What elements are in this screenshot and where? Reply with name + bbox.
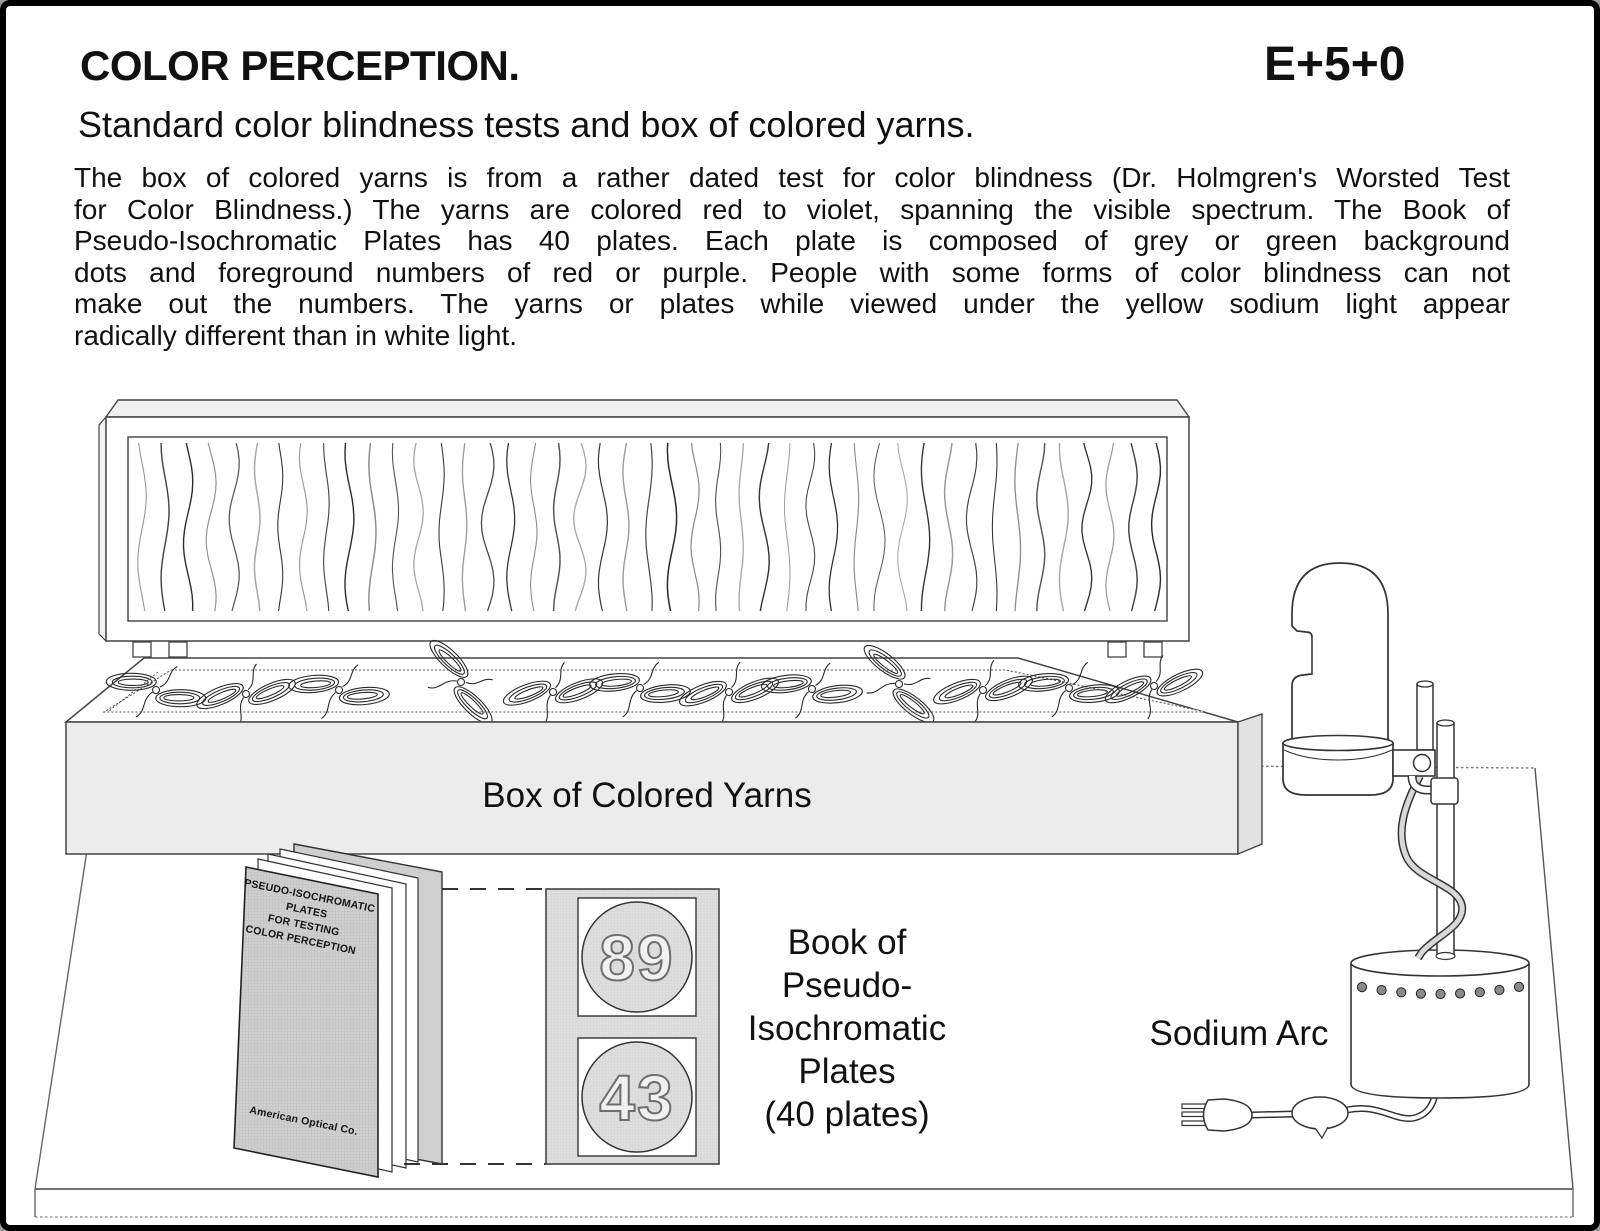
hinges	[132, 641, 1163, 658]
callout-connectors	[404, 888, 546, 1165]
plates-book: PSEUDO-ISOCHROMATIC PLATES FOR TESTING C…	[233, 843, 443, 1178]
book-label: Book of Pseudo- Isochromatic Plates (40 …	[748, 923, 946, 1134]
inline-switch	[1291, 1096, 1349, 1140]
exhibit-code: E+5+0	[1264, 38, 1406, 91]
plate-43: 43	[577, 1037, 697, 1157]
sodium-arc-label: Sodium Arc	[1150, 1014, 1329, 1053]
svg-text:Isochromatic: Isochromatic	[748, 1009, 946, 1048]
paragraph-line: Pseudo-Isochromatic Plates has 40 plates…	[74, 225, 1510, 257]
page-subtitle: Standard color blindness tests and box o…	[78, 104, 975, 145]
book-front-cover	[233, 866, 379, 1178]
lamp-collar	[1282, 734, 1394, 796]
lamp-head	[1291, 562, 1389, 744]
yarn-box-label: Box of Colored Yarns	[482, 776, 811, 815]
vent-holes	[1356, 981, 1525, 1000]
hanging-yarn-strands	[137, 442, 1162, 612]
paragraph-line: dots and foreground numbers of red or pu…	[74, 256, 1510, 288]
plate-number: 89	[599, 922, 674, 994]
svg-text:Plates: Plates	[798, 1052, 895, 1091]
box-tray	[63, 622, 1239, 745]
power-plug	[1181, 1098, 1253, 1132]
paragraph-line: for Color Blindness.) The yarns are colo…	[74, 193, 1510, 225]
box-lid	[98, 399, 1191, 643]
svg-text:Book of: Book of	[788, 923, 907, 962]
rod-clamp	[1392, 749, 1459, 805]
lamp-base	[1350, 949, 1530, 1099]
paragraph-line: make out the numbers. The yarns or plate…	[74, 288, 1510, 320]
lamp-cable	[1397, 774, 1467, 961]
sodium-arc-lamp: Sodium Arc	[1150, 562, 1530, 1140]
plate-89: 89	[577, 897, 697, 1017]
description-paragraph: The box of colored yarns is from a rathe…	[74, 162, 1510, 352]
illustration: Sodium Arc	[34, 399, 1574, 1218]
plates-callout: 89 43	[545, 888, 720, 1165]
svg-text:(40 plates): (40 plates)	[764, 1095, 929, 1134]
paragraph-line: radically different than in white light.	[74, 319, 518, 351]
yarn-box: Box of Colored Yarns	[63, 399, 1263, 856]
box-side	[1237, 713, 1263, 856]
paragraph-line: The box of colored yarns is from a rathe…	[74, 162, 1510, 193]
svg-text:Pseudo-: Pseudo-	[782, 966, 912, 1005]
page-title: COLOR PERCEPTION.	[80, 42, 520, 89]
plate-number: 43	[599, 1062, 674, 1134]
